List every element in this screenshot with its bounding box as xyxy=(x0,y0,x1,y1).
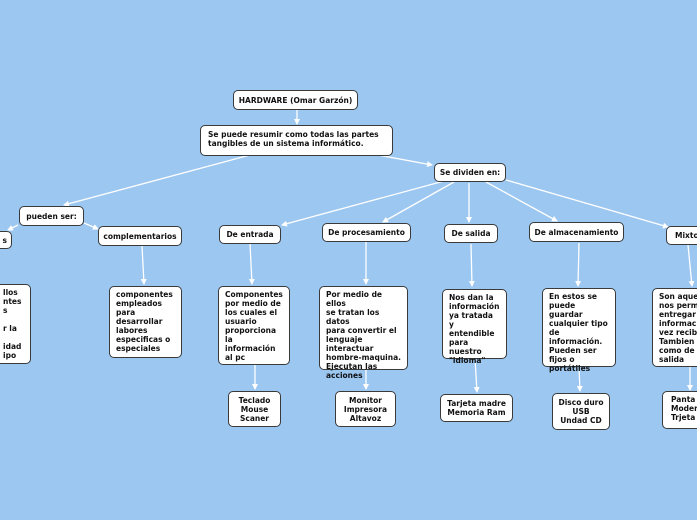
node-root[interactable]: HARDWARE (Omar Garzón) xyxy=(233,90,358,110)
link-dividen-entrada xyxy=(281,180,445,227)
node-basicos-desc[interactable]: llos ntes s r la idad ipo xyxy=(0,284,31,364)
node-procesamiento-ejemplos[interactable]: Monitor Impresora Altavoz xyxy=(335,391,396,427)
node-mixtos-desc[interactable]: Son aquel nos perm entregar informaci ve… xyxy=(652,288,697,367)
node-complementarios-desc[interactable]: componentes empleados para desarrollar l… xyxy=(109,286,182,358)
link-almacenamiento-desc xyxy=(575,242,582,287)
link-entrada-desc xyxy=(248,243,255,285)
link-dividen-almacenamiento xyxy=(485,181,558,222)
node-mixtos[interactable]: Mixto xyxy=(666,226,697,245)
link-summary-pueden xyxy=(63,154,251,207)
node-basicos[interactable]: s xyxy=(0,231,12,249)
node-salida-ejemplos[interactable]: Tarjeta madre Memoria Ram xyxy=(440,394,513,422)
link-almacenamiento-ej xyxy=(576,366,583,392)
link-salida-ej xyxy=(473,358,480,393)
link-complementarios-desc xyxy=(140,245,147,285)
node-mixtos-ejemplos[interactable]: Panta Moder Trjeta xyxy=(662,391,697,429)
link-summary-dividen xyxy=(377,154,433,168)
node-almacenamiento-ejemplos[interactable]: Disco duro USB Undad CD xyxy=(552,393,610,430)
node-entrada-ejemplos[interactable]: Teclado Mouse Scaner xyxy=(228,391,281,427)
node-se-dividen[interactable]: Se dividen en: xyxy=(434,163,506,182)
node-complementarios[interactable]: complementarios xyxy=(98,226,182,246)
node-summary[interactable]: Se puede resumir como todas las partes t… xyxy=(200,125,393,156)
node-salida-desc[interactable]: Nos dan la información ya tratada y ente… xyxy=(442,289,507,365)
node-pueden-ser[interactable]: pueden ser: xyxy=(19,206,84,226)
node-procesamiento-desc[interactable]: Por medio de ellos se tratan los datos p… xyxy=(319,286,408,380)
link-pueden-complementarios xyxy=(83,222,99,230)
node-de-salida[interactable]: De salida xyxy=(444,224,498,243)
link-dividen-mixtos xyxy=(505,179,669,229)
link-pueden-basicos xyxy=(7,224,19,231)
node-de-almacenamiento[interactable]: De almacenamiento xyxy=(529,222,624,242)
node-de-procesamiento[interactable]: De procesamiento xyxy=(322,223,411,242)
node-entrada-desc[interactable]: Componentes por medio de los cuales el u… xyxy=(218,286,290,365)
link-salida-desc xyxy=(468,243,475,287)
node-de-entrada[interactable]: De entrada xyxy=(219,225,281,244)
node-almacenamiento-desc[interactable]: En estos se puede guardar cualquier tipo… xyxy=(542,288,616,373)
link-dividen-procesamiento xyxy=(382,181,455,223)
link-mixtos-desc xyxy=(687,244,695,287)
